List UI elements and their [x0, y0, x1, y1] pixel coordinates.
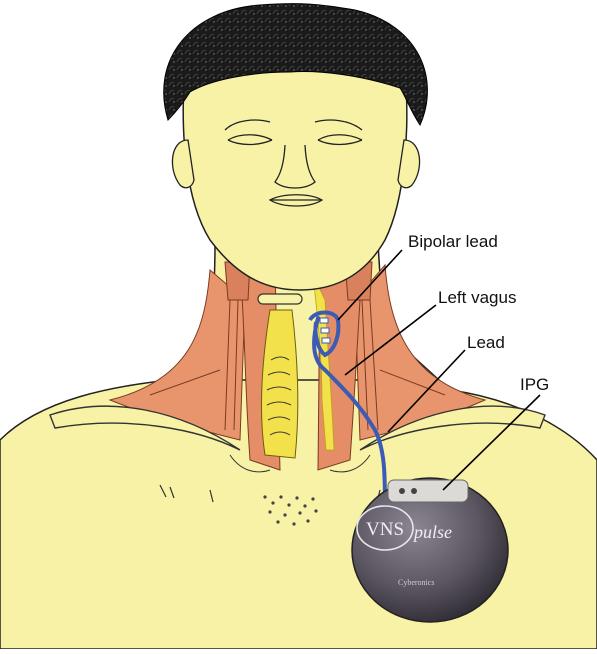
hyoid-bone: [258, 294, 302, 304]
device-fine-print: Cyberonics: [398, 578, 434, 587]
trachea: [261, 310, 297, 458]
label-bipolar-lead: Bipolar lead: [408, 232, 498, 252]
ipg-device: VNS pulse Cyberonics: [352, 478, 508, 622]
device-brand: pulse: [412, 522, 452, 542]
label-left-vagus: Left vagus: [438, 288, 516, 308]
device-logo: VNS: [366, 519, 404, 540]
label-ipg: IPG: [520, 375, 549, 395]
torso: [0, 340, 597, 649]
label-lead: Lead: [467, 333, 505, 353]
